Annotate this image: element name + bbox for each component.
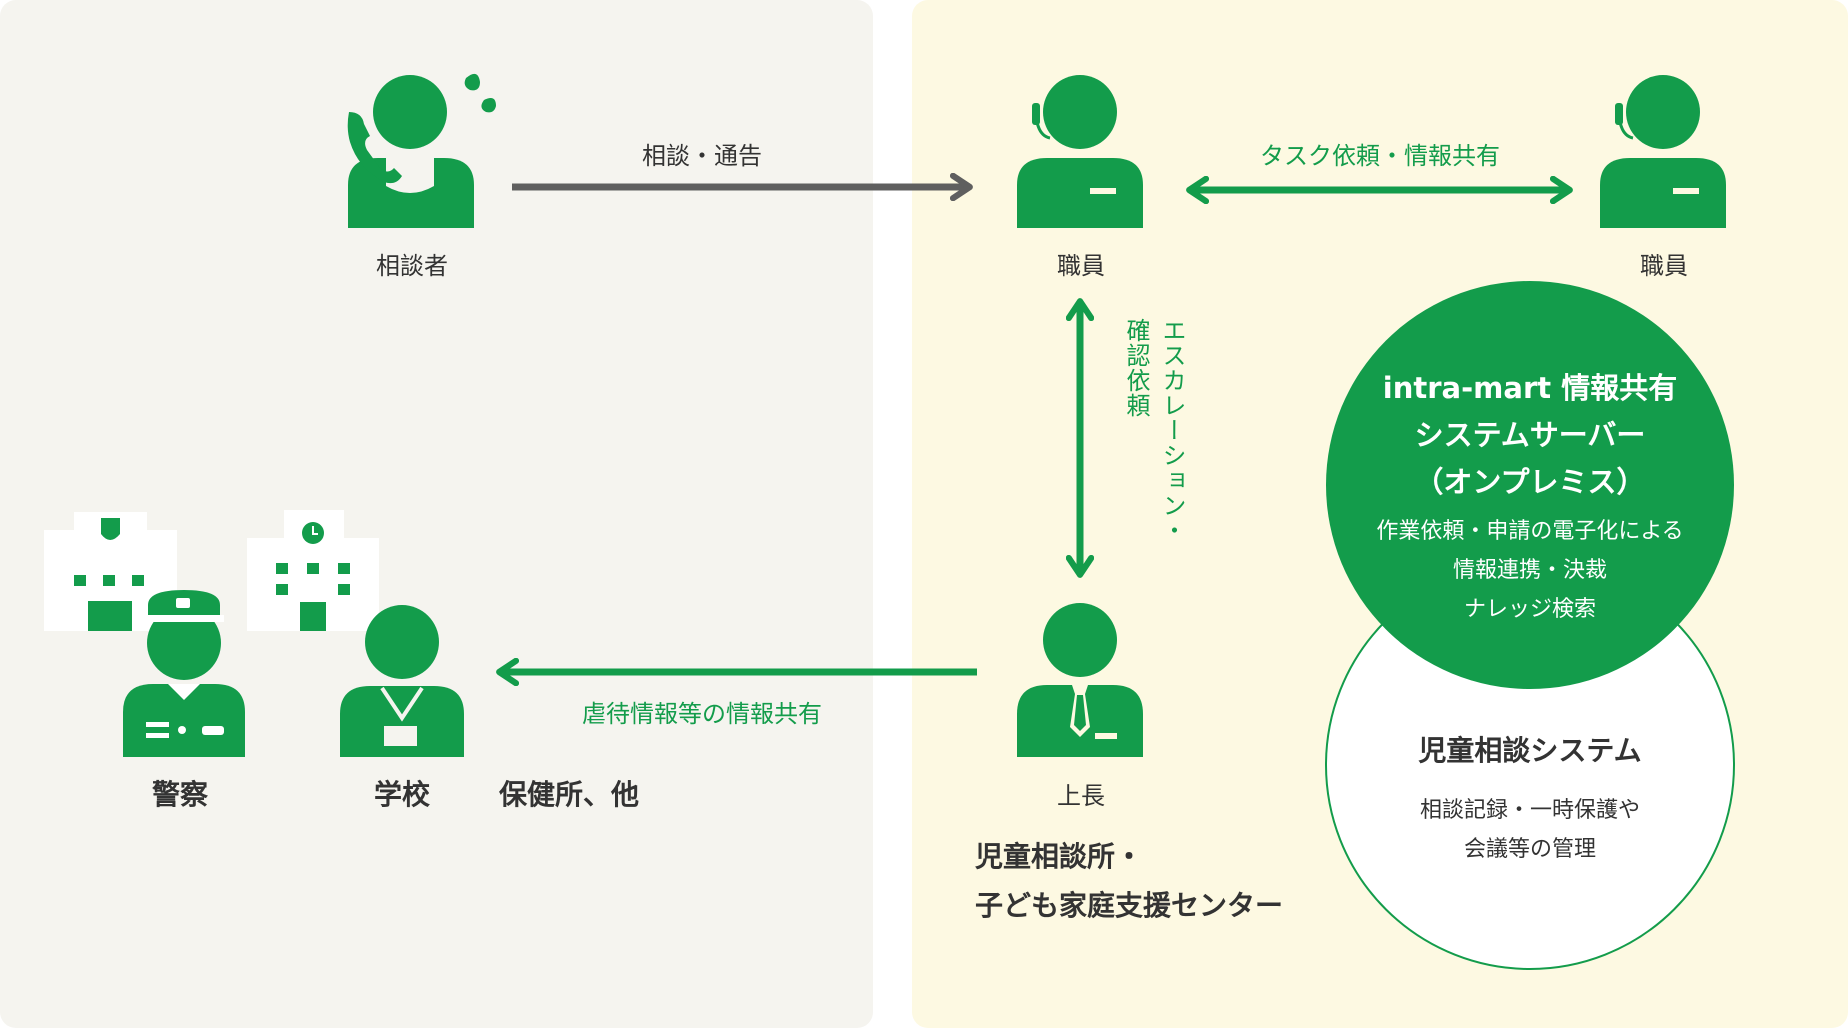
- intramart-circle-text: intra-mart 情報共有 システムサーバー （オンプレミス） 作業依頼・申…: [1376, 365, 1683, 629]
- child-system-desc-line2: 会議等の管理: [1463, 837, 1597, 862]
- caller-person-icon: [347, 73, 496, 228]
- intramart-title-line1: intra-mart 情報共有: [1382, 371, 1678, 405]
- organization-label: 児童相談所・ 子ども家庭支援センター: [975, 832, 1283, 930]
- consultant-label: 相談者: [376, 252, 448, 280]
- school-building-icon: [247, 510, 379, 631]
- intramart-desc-line1: 作業依頼・申請の電子化による: [1376, 519, 1684, 544]
- staff-2-label: 職員: [1640, 252, 1688, 280]
- intramart-title-line3: （オンプレミス）: [1414, 465, 1646, 499]
- operator-headset-icon: [1600, 75, 1726, 228]
- organization-line1: 児童相談所・: [975, 840, 1144, 873]
- consultation-edge-label: 相談・通告: [642, 142, 762, 170]
- school-label: 学校: [373, 778, 431, 811]
- intramart-title-line2: システムサーバー: [1414, 418, 1646, 452]
- intramart-desc-line3: ナレッジ検索: [1463, 597, 1596, 622]
- police-label: 警察: [151, 778, 209, 811]
- child-system-desc-line1: 相談記録・一時保護や: [1419, 798, 1641, 823]
- supervisor-label: 上長: [1057, 782, 1105, 810]
- police-officer-icon: [123, 590, 245, 757]
- escalation-edge-label-line1: エスカレーション・: [1158, 318, 1186, 543]
- operator-headset-icon: [1017, 75, 1143, 228]
- organization-line2: 子ども家庭支援センター: [975, 889, 1284, 922]
- staff-1-label: 職員: [1057, 252, 1105, 280]
- child-system-circle-text: 児童相談システム 相談記録・一時保護や 会議等の管理: [1418, 729, 1641, 869]
- escalation-edge-label: エスカレーション・ 確認依頼: [1118, 318, 1190, 543]
- intramart-desc-line2: 情報連携・決裁: [1452, 558, 1607, 583]
- others-label: 保健所、他: [498, 778, 640, 811]
- info-sharing-edge-label: 虐待情報等の情報共有: [582, 700, 822, 728]
- task-sharing-edge-label: タスク依頼・情報共有: [1260, 142, 1500, 170]
- escalation-edge-label-line2: 確認依頼: [1122, 318, 1150, 418]
- child-system-title: 児童相談システム: [1418, 734, 1642, 767]
- supervisor-tie-icon: [1017, 603, 1143, 757]
- intramart-circle: [1326, 281, 1734, 689]
- teacher-badge-icon: [340, 605, 464, 757]
